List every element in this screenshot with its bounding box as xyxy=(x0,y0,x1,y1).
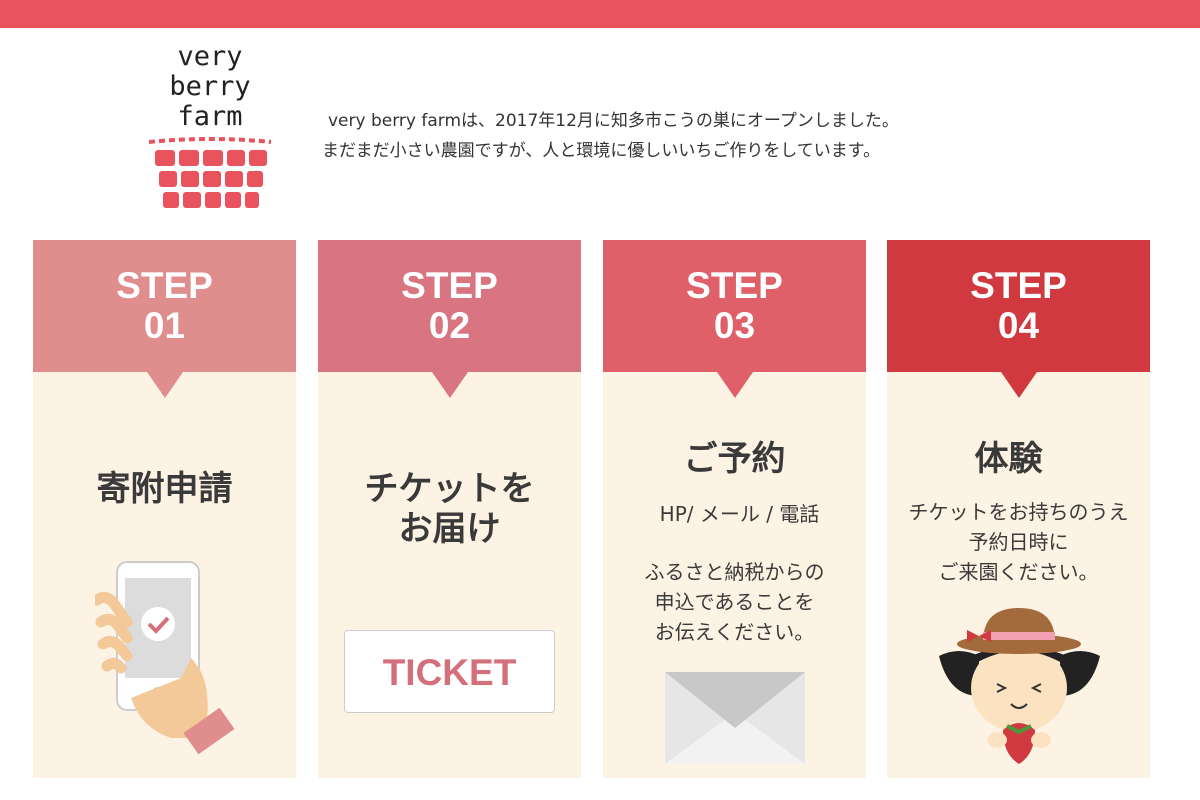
step-note: お伝えください。 xyxy=(654,620,815,644)
step-note: 申込であることを xyxy=(654,590,815,614)
step-header: STEP 02 xyxy=(318,240,581,398)
step-header: STEP 01 xyxy=(33,240,296,398)
envelope-icon xyxy=(665,672,805,764)
step-title: 体験 xyxy=(974,439,1043,479)
step-number: 04 xyxy=(997,305,1040,346)
ticket-card: TICKET xyxy=(344,630,555,713)
step-card-3: STEP 03 ご予約 HP/ メール / 電話 ふるさと納税からの 申込である… xyxy=(603,240,866,778)
step-note: 予約日時に xyxy=(968,530,1069,554)
intro-line: まだまだ小さい農園ですが、人と環境に優しいいちご作りをしています。 xyxy=(322,141,881,161)
logo-text: very xyxy=(177,41,243,72)
step-note: ふるさと納税からの xyxy=(644,560,825,584)
step-title: チケットを xyxy=(364,469,535,509)
step-card-4: STEP 04 体験 チケットをお持ちのうえ 予約日時に ご来園ください。 xyxy=(887,240,1150,778)
top-bar xyxy=(0,0,1200,28)
step-note: ご来園ください。 xyxy=(938,560,1099,584)
step-label: STEP xyxy=(401,265,498,306)
intro-line: very berry farmは、2017年12月に知多市こうの巣にオープンしま… xyxy=(328,111,899,131)
logo-text: berry xyxy=(169,71,251,102)
intro-text: very berry farmは、2017年12月に知多市こうの巣にオープンしま… xyxy=(322,106,899,166)
step-title: お届け xyxy=(398,509,501,549)
step-note: チケットをお持ちのうえ xyxy=(908,500,1129,524)
step-title: 寄附申請 xyxy=(96,469,233,509)
step-number: 01 xyxy=(143,305,186,346)
girl-strawberry-icon xyxy=(939,608,1100,764)
step-header: STEP 04 xyxy=(887,240,1150,398)
step-label: STEP xyxy=(116,265,213,306)
step-card-2: STEP 02 チケットを お届け TICKET xyxy=(318,240,581,778)
step-header: STEP 03 xyxy=(603,240,866,398)
basket-icon xyxy=(148,137,272,208)
logo-text: farm xyxy=(177,101,243,132)
step-title: ご予約 xyxy=(683,439,786,479)
step-label: STEP xyxy=(970,265,1067,306)
smartphone-check-icon xyxy=(95,561,235,755)
contact-methods: HP/ メール / 電話 xyxy=(659,502,820,526)
step-number: 02 xyxy=(428,305,471,346)
step-card-1: STEP 01 寄附申請 xyxy=(33,240,296,778)
step-number: 03 xyxy=(713,305,756,346)
step-label: STEP xyxy=(686,265,783,306)
logo: very berry farm xyxy=(145,42,275,214)
